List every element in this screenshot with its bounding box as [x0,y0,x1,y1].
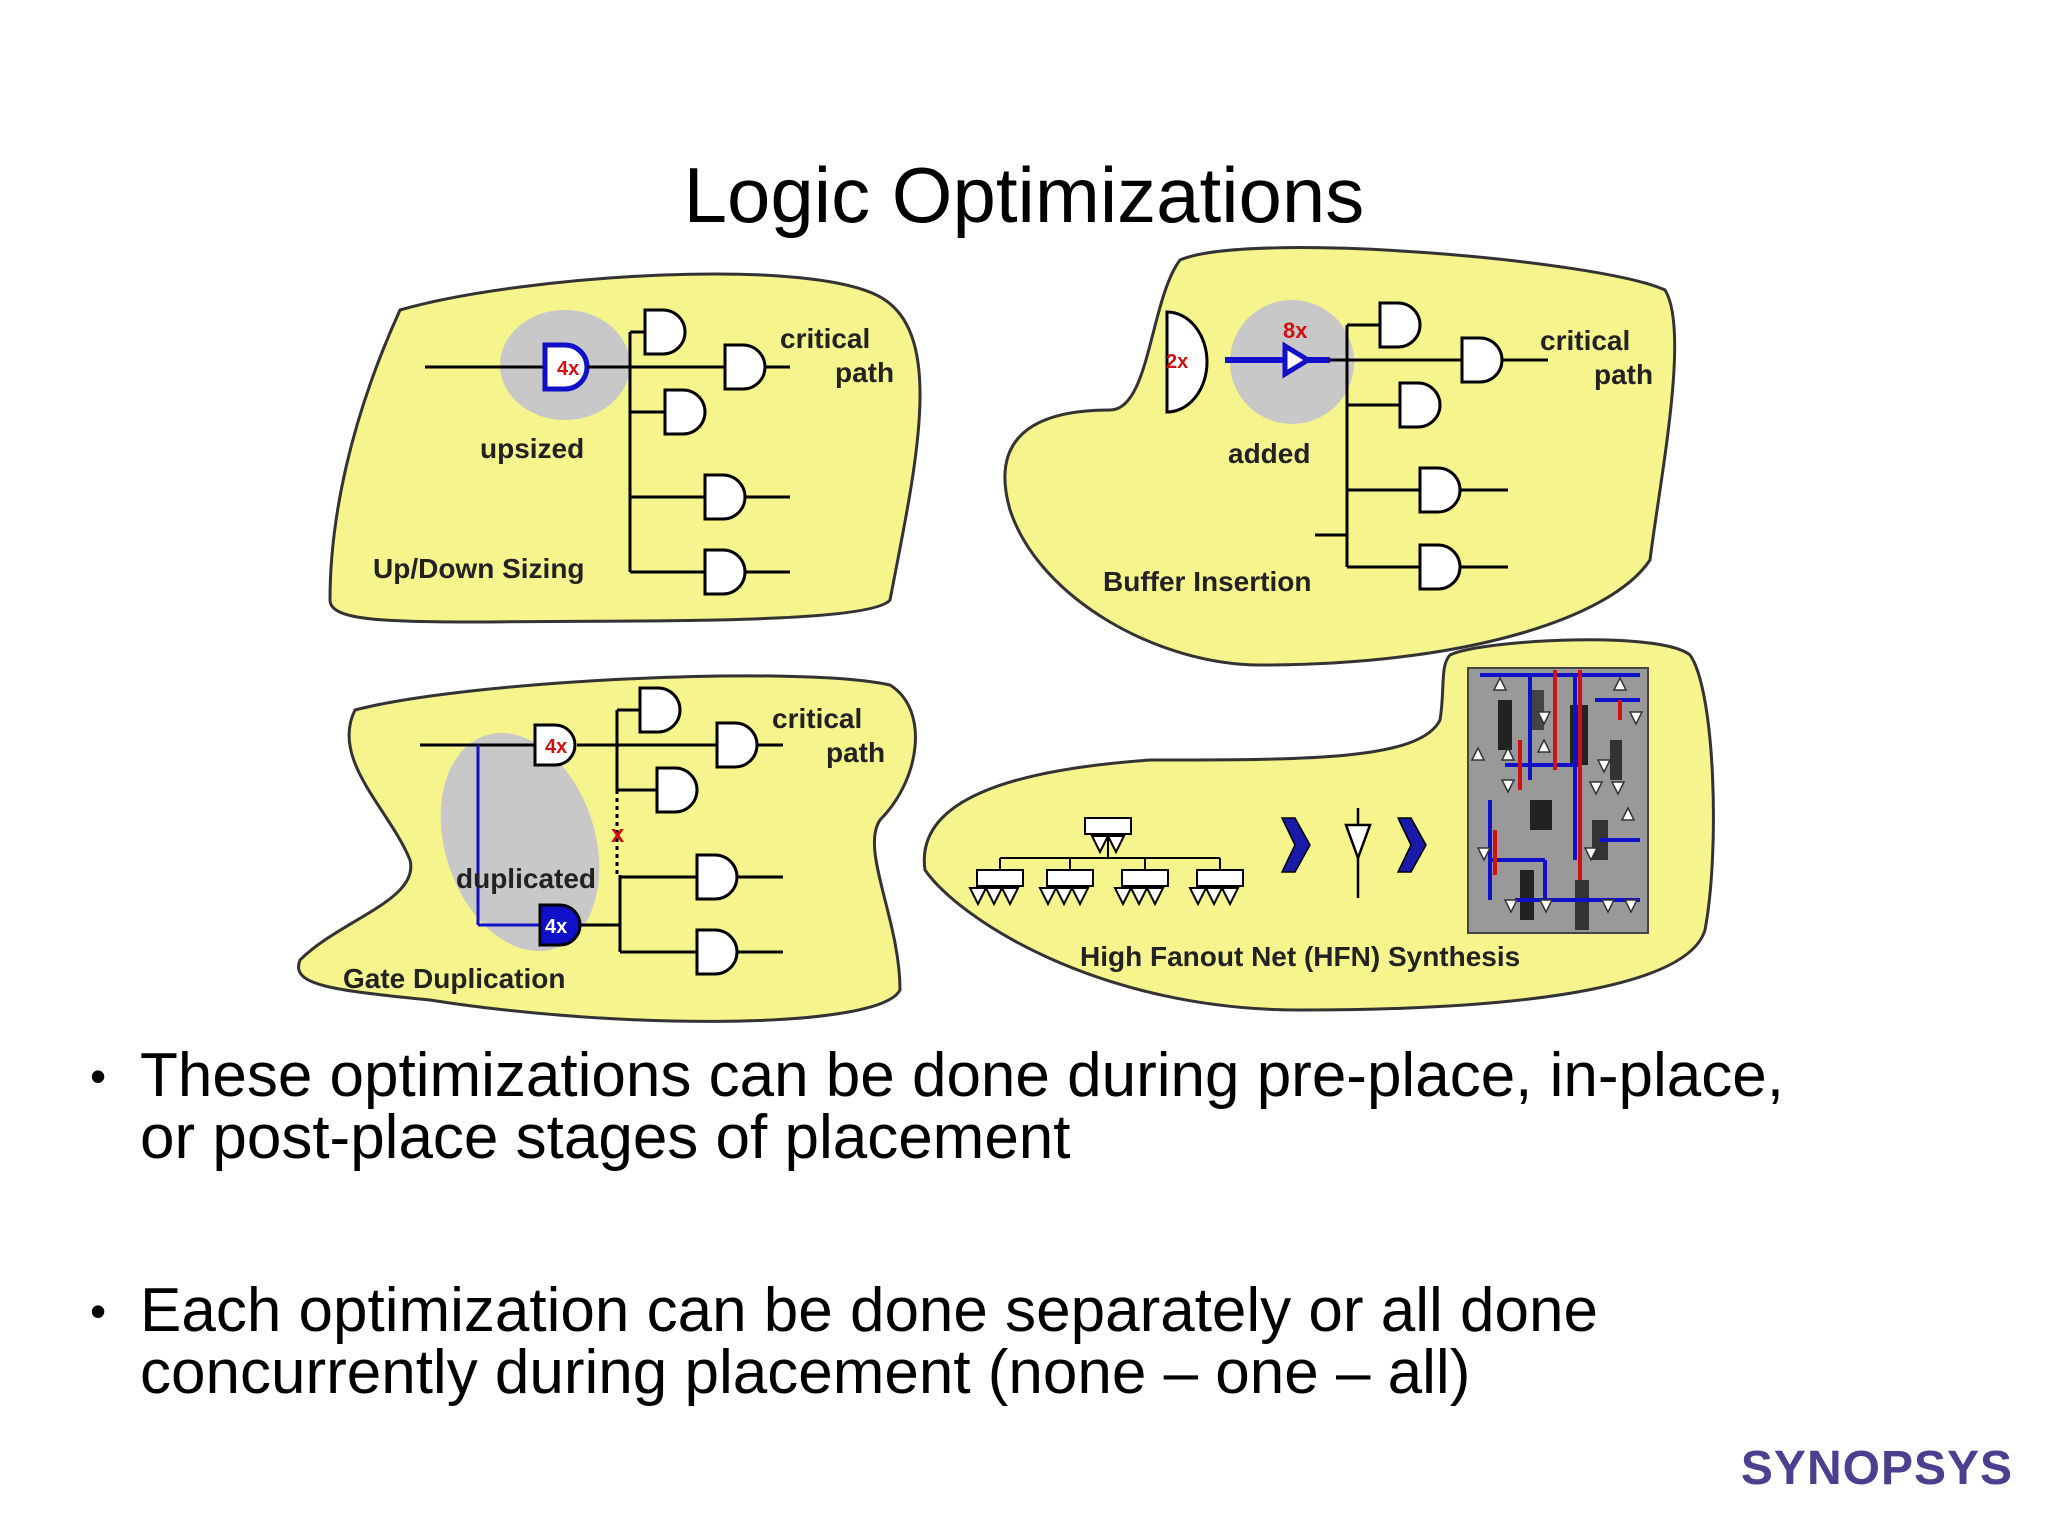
gate-size-label: 4x [557,358,579,380]
annotation-added: added [1228,438,1310,469]
and-gate [1418,466,1462,514]
panel-hfn-synthesis: High Fanout Net (HFN) Synthesis [922,638,1715,1012]
bullet-marker: • [90,1050,107,1102]
driver-size-label: 2x [1166,351,1188,373]
critical-path-label-2: path [826,737,885,768]
annotation-upsized: upsized [480,433,584,464]
gate-size-label: 4x [545,736,567,758]
and-gate [1460,336,1504,384]
synopsys-logo: SYNOPSYS [1740,1442,2013,1495]
and-gate [695,853,739,901]
bullet-item: • These optimizations can be done during… [90,1045,1990,1169]
upsized-gate [542,342,590,392]
panel-label: Gate Duplication [343,963,565,994]
cut-mark: x [611,821,625,848]
critical-path-label-2: path [835,357,894,388]
panel-gate-duplication: 4x 4x x critical path duplicated Gate Du… [297,674,917,1023]
and-gate [638,686,682,734]
buffer-size-label: 8x [1283,318,1308,343]
bullet-line: or post-place stages of placement [140,1103,1071,1172]
panel-label: Buffer Insertion [1103,566,1311,597]
buffer-icon [1282,341,1313,379]
critical-path-label-2: path [1594,359,1653,390]
and-gate [1378,301,1422,349]
and-gate [703,473,747,521]
critical-path-label: critical [780,323,870,354]
critical-path-label: critical [1540,325,1630,356]
and-gate [1398,381,1442,429]
bullet-line: concurrently during placement (none – on… [140,1338,1471,1407]
panel-buffer-insertion: 2x 8x critical path added Buffer Inserti… [1003,246,1677,667]
panel-blob [1003,246,1677,667]
driver-gate [1165,310,1209,414]
bullet-item: • Each optimization can be done separate… [90,1280,1990,1404]
placement-layout-image [1467,667,1649,934]
and-gate [1418,543,1462,591]
panel-blob [297,674,917,1023]
fanout-tree-icon [968,817,1244,907]
arrow-right-icon [1396,817,1427,873]
duplicated-gate [538,903,582,947]
critical-path-label: critical [772,703,862,734]
dup-size-label: 4x [545,916,567,938]
panel-label: High Fanout Net (HFN) Synthesis [1080,941,1520,972]
and-gate [715,721,759,769]
buffer-icon [1344,808,1372,898]
and-gate [643,308,687,356]
panel-label: Up/Down Sizing [373,553,585,584]
annotation-duplicated: duplicated [456,863,596,894]
bullet-line: Each optimization can be done separately… [140,1276,1598,1345]
and-gate [655,766,699,814]
and-gate [703,548,747,596]
and-gate [723,343,767,391]
bullet-marker: • [90,1285,107,1337]
and-gate [663,388,707,436]
and-gate [695,928,739,976]
arrow-right-icon [1280,817,1311,873]
slide-title: Logic Optimizations [683,151,1365,239]
panel-up-down-sizing: 4x critical path upsized Up/Down Sizing [328,272,922,624]
bullet-line: These optimizations can be done during p… [140,1041,1784,1110]
panel-blob [328,272,922,624]
source-gate [533,723,577,767]
highlight-ellipse [440,732,600,952]
